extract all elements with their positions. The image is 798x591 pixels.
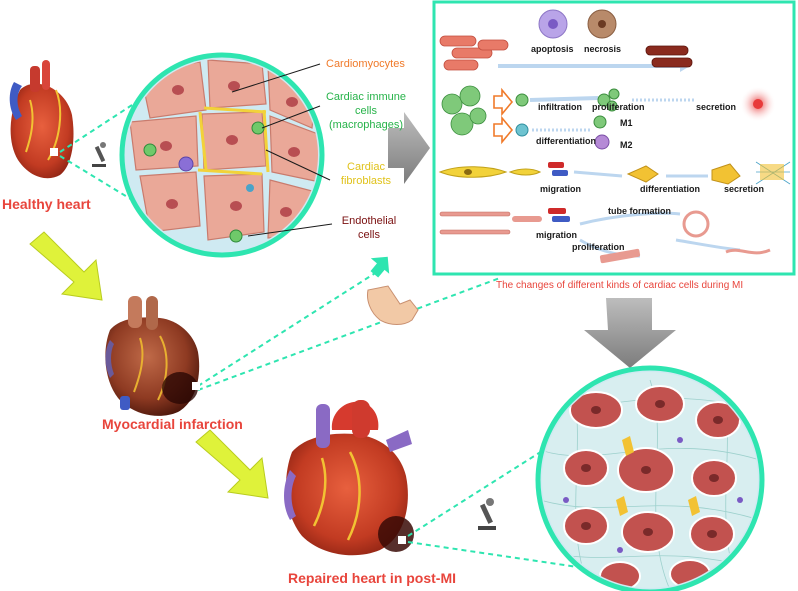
immune-label-line-3: (macrophages) xyxy=(329,119,403,131)
sample-marker xyxy=(50,148,58,156)
mi-heart-label: Myocardial infarction xyxy=(102,416,243,432)
immune-label-line-2: cells xyxy=(354,105,377,117)
differentiation-macro-label: differentiation xyxy=(536,136,596,146)
panel-caption: The changes of different kinds of cardia… xyxy=(496,280,744,291)
healthy-heart-illustration xyxy=(9,60,74,179)
infiltration-label: infiltration xyxy=(538,102,582,112)
cell-changes-panel xyxy=(432,0,796,276)
m1-label: M1 xyxy=(620,118,633,128)
repaired-sample-marker xyxy=(398,536,406,544)
migration-endo-label: migration xyxy=(536,230,578,240)
apoptosis-label: apoptosis xyxy=(531,44,574,54)
migration-fib-label: migration xyxy=(540,184,582,194)
proliferation-endo-label: proliferation xyxy=(572,242,625,252)
endothelial-label: Endothelial cells xyxy=(334,214,404,242)
gray-arrow-right xyxy=(388,112,430,184)
cardiomyocytes-label: Cardiomyocytes xyxy=(326,58,405,70)
repaired-heart-illustration xyxy=(284,400,414,556)
yellow-arrow-1 xyxy=(29,231,103,301)
gray-arrow-down xyxy=(584,298,676,368)
microscope-icon xyxy=(92,142,106,167)
immune-cells-label: Cardiac immune cells (macrophages) xyxy=(322,90,410,132)
endothelial-label-line-1: Endothelial xyxy=(341,215,397,227)
tube-formation-label: tube formation xyxy=(608,206,671,216)
immune-label-line-1: Cardiac immune xyxy=(325,91,407,103)
secretion-macro-label: secretion xyxy=(696,102,737,112)
fibroblasts-label-line-1: Cardiac xyxy=(347,161,385,173)
healthy-heart-label: Healthy heart xyxy=(2,196,91,212)
differentiation-fib-label: differentiation xyxy=(640,184,700,194)
mi-heart-illustration xyxy=(105,296,200,416)
microscope-icon-2 xyxy=(478,498,496,530)
repaired-heart-label: Repaired heart in post-MI xyxy=(288,570,457,586)
yellow-arrow-2 xyxy=(195,429,269,499)
necrosis-label: necrosis xyxy=(584,44,622,54)
healthy-tissue-circle xyxy=(119,52,325,258)
m2-label: M2 xyxy=(620,140,633,150)
fibroblasts-label: Cardiac fibroblasts xyxy=(334,160,398,188)
pointing-hand-icon xyxy=(367,256,419,325)
secretion-fib-label: secretion xyxy=(724,184,765,194)
repaired-tissue-circle xyxy=(535,365,765,591)
proliferation-macro-label: proliferation xyxy=(592,102,645,112)
endothelial-label-line-2: cells xyxy=(357,229,380,241)
mi-sample-marker xyxy=(192,382,200,390)
fibroblasts-label-line-2: fibroblasts xyxy=(340,175,392,187)
